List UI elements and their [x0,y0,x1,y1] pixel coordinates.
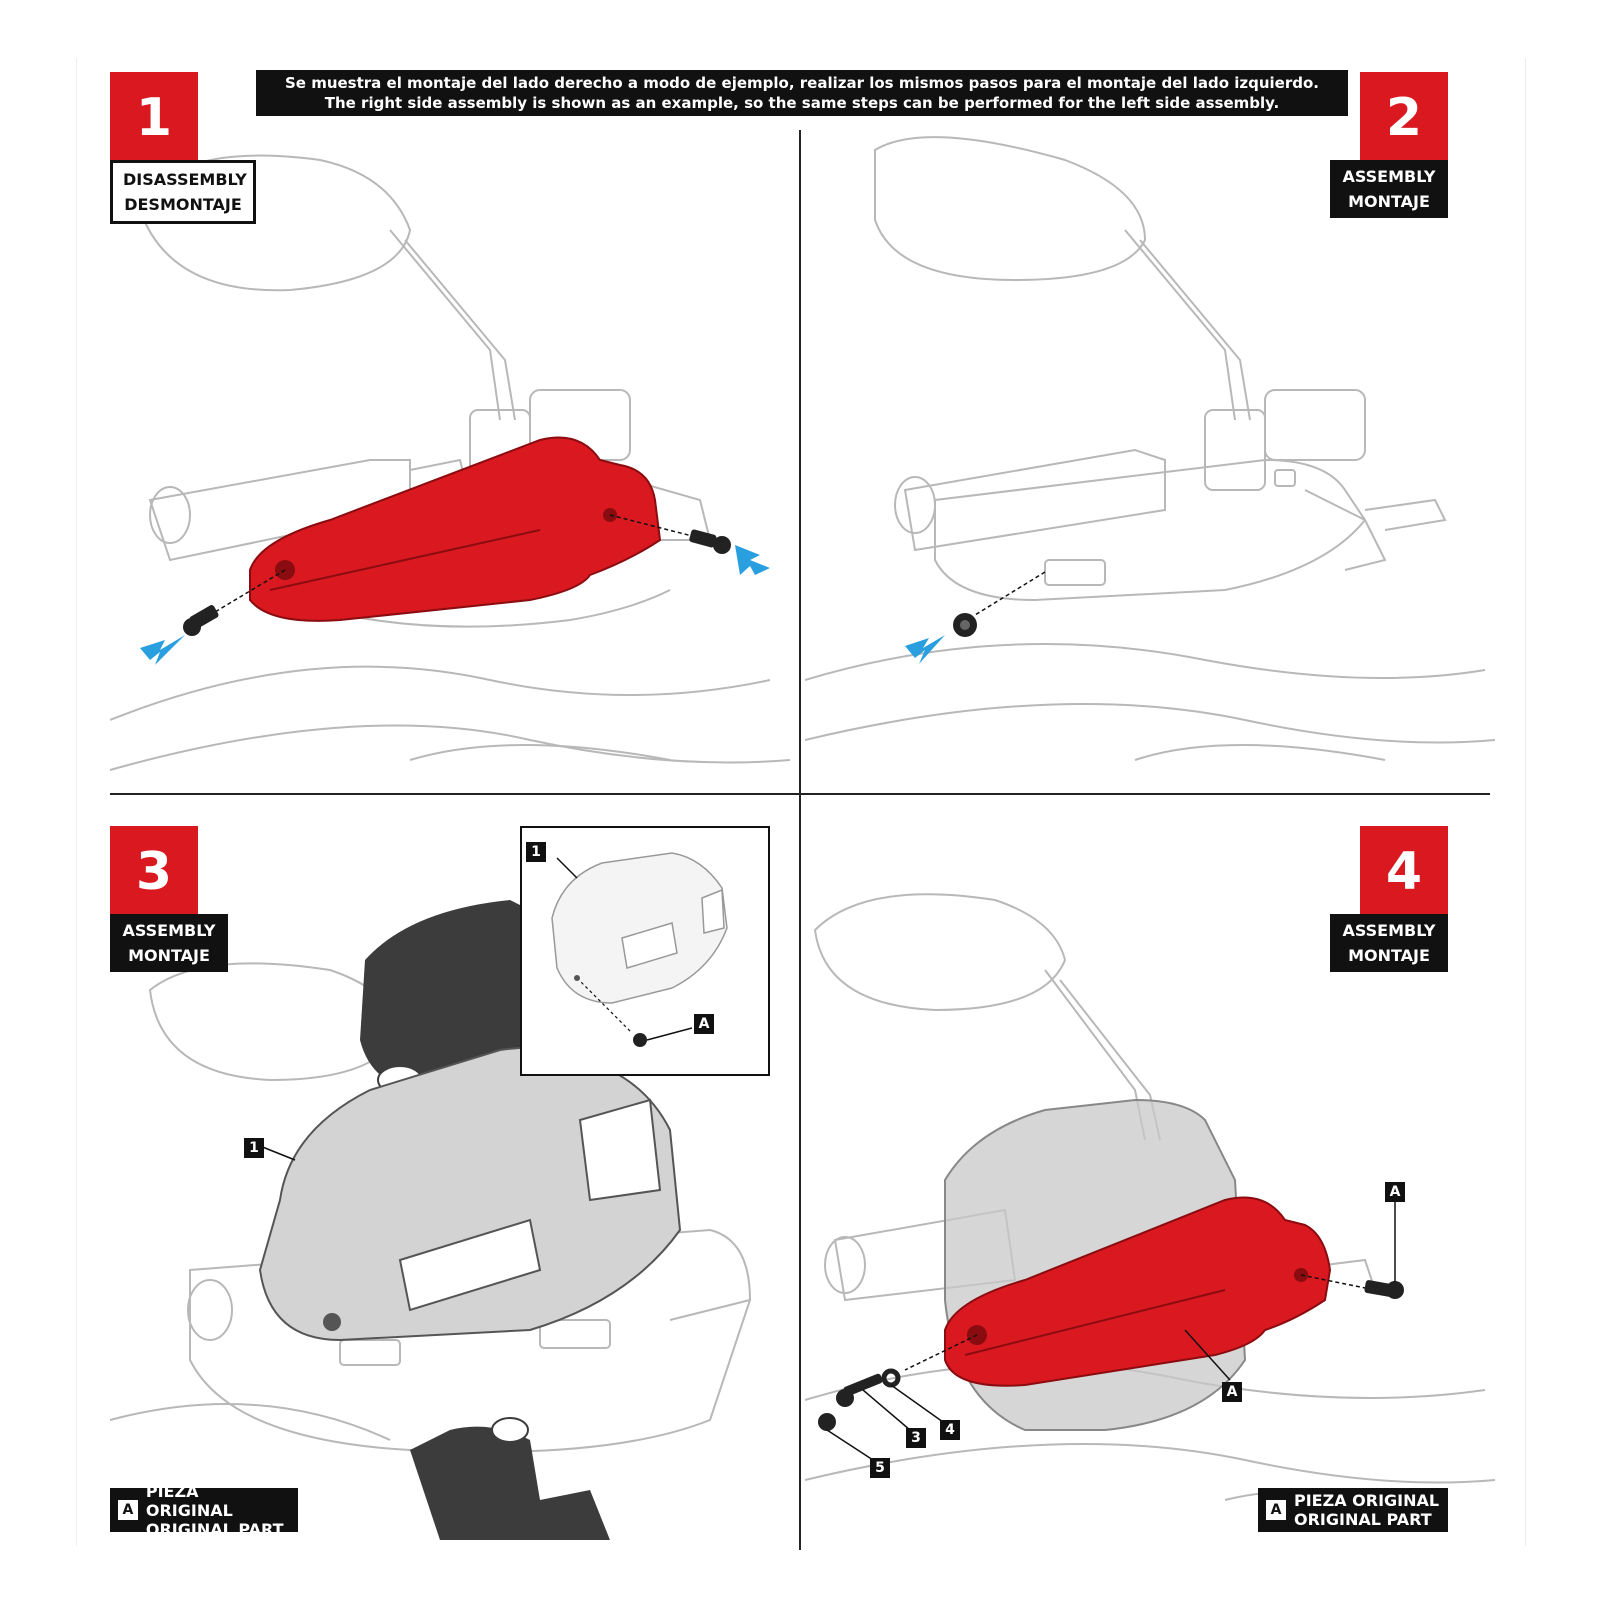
step-3-illustration [110,900,752,1540]
step-4-number: 4 [1360,826,1448,914]
mirror-outline [138,154,412,292]
step-3-label: ASSEMBLY MONTAJE [110,914,228,972]
detail-inset: 1 A [520,826,770,1076]
legend-key: A [1266,1500,1286,1520]
banner-line-es: Se muestra el montaje del lado derecho a… [285,74,1319,92]
step-3-label-en: ASSEMBLY [122,921,216,940]
step-4-label-es: MONTAJE [1348,946,1430,965]
legend-text: PIEZA ORIGINAL ORIGINAL PART [146,1482,290,1539]
step-1-label-en: DISASSEMBLY [123,170,247,189]
panel-divider-vertical [799,130,801,1550]
tank-line [110,665,771,721]
legend-line-en: ORIGINAL PART [1294,1510,1432,1529]
hand-bottom [410,1426,610,1540]
inset-handguard [551,852,728,1004]
nut [818,1413,836,1431]
step-1-label-es: DESMONTAJE [124,195,242,214]
step-4-label-en: ASSEMBLY [1342,921,1436,940]
instruction-banner: Se muestra el montaje del lado derecho a… [256,70,1348,116]
arrow-out-right [735,545,770,575]
handguard-grey [258,1046,682,1342]
mirror-outline [874,136,1147,282]
callout-a-top: A [1385,1182,1405,1202]
arrow-out-left [140,635,185,665]
screw-long [836,1373,883,1407]
callout-4: 4 [940,1420,960,1440]
legend-text: PIEZA ORIGINAL ORIGINAL PART [1294,1491,1439,1529]
step-2-label: ASSEMBLY MONTAJE [1330,160,1448,218]
step-1-illustration [110,154,790,771]
mirror-stem [389,229,501,421]
inset-bolt [633,1033,647,1047]
legend-key: A [118,1500,138,1520]
step-2-label-es: MONTAJE [1348,192,1430,211]
step-4-label: ASSEMBLY MONTAJE [1330,914,1448,972]
step-3-label-es: MONTAJE [128,946,210,965]
legend-line-es: PIEZA ORIGINAL [145,1481,233,1520]
callout-3: 3 [906,1428,926,1448]
step-2-number: 2 [1360,72,1448,160]
handlebar [148,459,411,562]
callout-a-bottom: A [1222,1382,1242,1402]
step-2-label-en: ASSEMBLY [1342,167,1436,186]
hand-top [360,900,530,1090]
bolt-removed [953,613,977,637]
mirror-outline [813,893,1067,1012]
panel-divider-horizontal [110,793,1490,795]
handlebar [903,448,1166,552]
handguard-red [944,1196,1332,1387]
legend-line-en: ORIGINAL PART [145,1519,284,1539]
handlebar [189,1228,752,1453]
arrow-out [905,635,945,664]
handguard-bracket [934,458,1367,602]
step-1-label: DISASSEMBLY DESMONTAJE [110,160,256,224]
callout-1: 1 [244,1138,264,1158]
step-3-number: 3 [110,826,198,914]
bolt-right [689,529,731,554]
callout-5: 5 [870,1458,890,1478]
legend-line-es: PIEZA ORIGINAL [1294,1491,1440,1510]
step-2-illustration [805,136,1495,761]
step-4-illustration [805,893,1495,1501]
step-1-number: 1 [110,72,198,160]
legend-original-part-left: A PIEZA ORIGINAL ORIGINAL PART [110,1482,298,1539]
inset-callout-a: A [694,1014,714,1034]
handguard-red [249,436,662,622]
bolt-right [1364,1280,1404,1299]
legend-original-part-right: A PIEZA ORIGINAL ORIGINAL PART [1258,1488,1448,1532]
bolt-left [183,605,219,636]
inset-callout-1: 1 [526,842,546,862]
inset-illustration [551,852,728,1047]
banner-line-en: The right side assembly is shown as an e… [324,94,1280,112]
